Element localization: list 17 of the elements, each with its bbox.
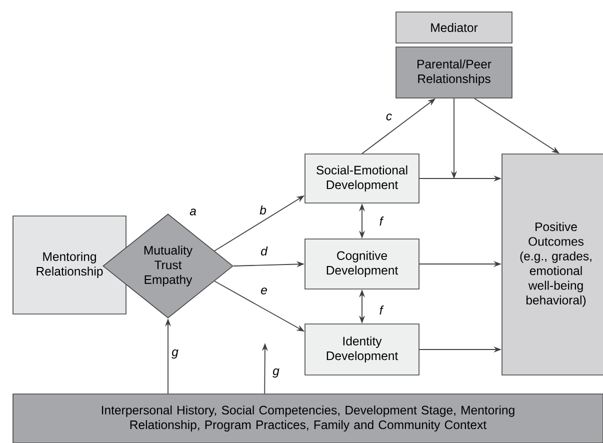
edge-label: e (261, 288, 267, 294)
edge-label: c (386, 114, 392, 120)
outcome-box: Positive Outcomes (e.g., grades, emotional well-being behavioral) (502, 154, 603, 376)
context-band: Interpersonal History, Social Competencies, Development Stage, Mentoring Relationship, Program Practices, Family and Community Context (12, 394, 603, 443)
path-letter: a (190, 208, 196, 216)
process-box: Social-Emotional Development (304, 154, 420, 204)
edge-label: d (261, 246, 268, 256)
edge-label: b (260, 206, 266, 215)
edge-label: g (272, 368, 280, 378)
heading-box: Mediator (396, 12, 512, 44)
process-box: Parental/Peer Relationships (396, 46, 512, 98)
process-box: Mentoring Relationship (12, 216, 126, 314)
edge-label: g (172, 349, 178, 359)
edge-label: f (380, 306, 384, 314)
process-box: Identity Development (304, 324, 420, 376)
process-box: Cognitive Development (304, 238, 420, 290)
edge-label: f (380, 216, 384, 226)
